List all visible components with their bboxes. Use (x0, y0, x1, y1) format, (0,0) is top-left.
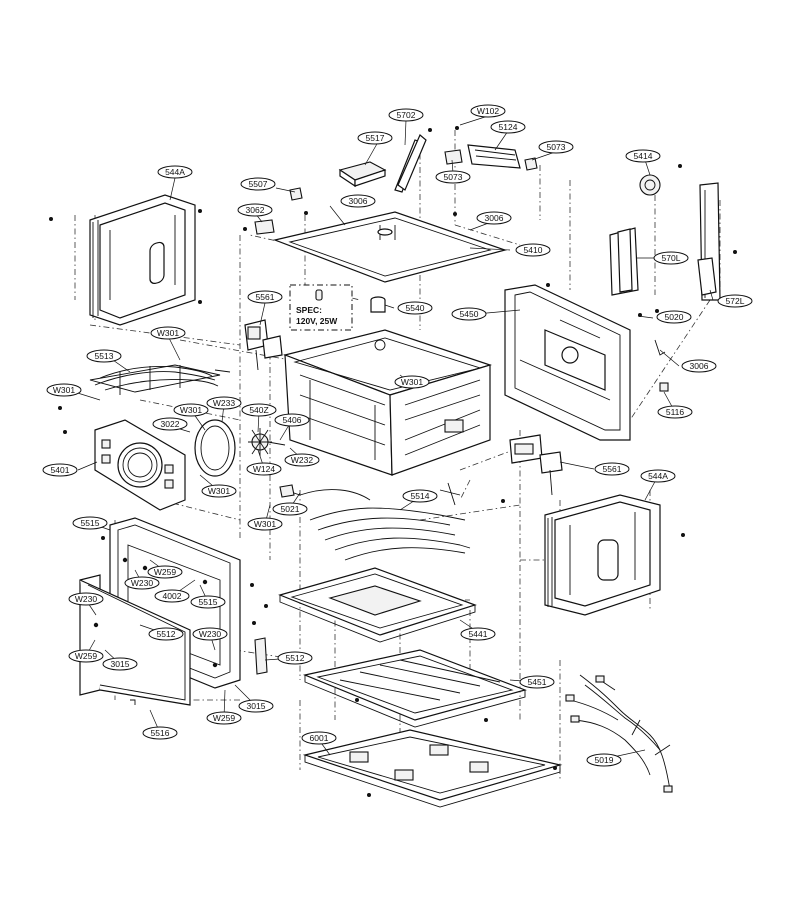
callout-540z: 540Z (249, 405, 268, 415)
callout-3022: 3022 (161, 419, 180, 429)
callout-544a-b: 544A (648, 471, 668, 481)
rack-5441 (278, 567, 477, 643)
callout-5073-a: 5073 (547, 142, 566, 152)
callout-5401: 5401 (51, 465, 70, 475)
base-plate-6001 (302, 729, 563, 808)
bottom-panel-5451 (302, 649, 527, 728)
leader-lines (67, 115, 714, 760)
callout-w230-c: W230 (199, 629, 221, 639)
callout-5702: 5702 (397, 110, 416, 120)
callout-5410: 5410 (524, 245, 543, 255)
callout-5021: 5021 (281, 504, 300, 514)
spec-line2: 120V, 25W (296, 316, 338, 326)
callout-3006-c: 3006 (690, 361, 709, 371)
wire-harness-5019 (565, 674, 673, 793)
broil-element-5513 (89, 364, 231, 395)
callout-w259-c: W259 (213, 713, 235, 723)
top-small-parts (254, 134, 538, 235)
callout-w301-e: W301 (208, 486, 230, 496)
callout-5451: 5451 (528, 677, 547, 687)
callout-w301-a: W301 (157, 328, 179, 338)
convection-fan-assembly (194, 419, 286, 477)
oven-cavity-5406 (283, 329, 492, 476)
callout-5019: 5019 (595, 755, 614, 765)
callout-5515-a: 5515 (81, 518, 100, 528)
callout-3015-b: 3015 (247, 701, 266, 711)
top-plate-5410 (272, 211, 508, 283)
callout-5540: 5540 (406, 303, 425, 313)
callout-w301-d: W301 (180, 405, 202, 415)
callout-w301-c: W301 (401, 377, 423, 387)
callout-5124: 5124 (499, 122, 518, 132)
callout-5512-a: 5512 (157, 629, 176, 639)
callout-3062: 3062 (246, 205, 265, 215)
callout-5406: 5406 (283, 415, 302, 425)
callout-5515-b: 5515 (199, 597, 218, 607)
callout-w102: W102 (477, 106, 499, 116)
side-panel-544a-right (544, 494, 661, 616)
screws (49, 126, 737, 797)
callout-5512-b: 5512 (286, 653, 305, 663)
callout-5561-a: 5561 (256, 292, 275, 302)
callout-3015-a: 3015 (111, 659, 130, 669)
callout-5441: 5441 (469, 629, 488, 639)
callout-w259-b: W259 (75, 651, 97, 661)
callout-w301-b: W301 (53, 385, 75, 395)
callout-5020: 5020 (665, 312, 684, 322)
callout-w232: W232 (291, 455, 313, 465)
callout-5517: 5517 (366, 133, 385, 143)
lamp-spec-box: SPEC: 120V, 25W (289, 284, 353, 331)
callouts: 5702 W102 5124 5517 5073 5073 5414 544A … (42, 104, 753, 767)
callout-5116: 5116 (666, 407, 685, 417)
callout-5507: 5507 (249, 179, 268, 189)
callout-w259-a: W259 (154, 567, 176, 577)
callout-5073-b: 5073 (444, 172, 463, 182)
lamp-assemblies-5561 (244, 319, 563, 496)
convection-panel-5401 (94, 419, 186, 511)
callout-544a-a: 544A (165, 167, 185, 177)
callout-6001: 6001 (310, 733, 329, 743)
callout-5514: 5514 (411, 491, 430, 501)
callout-3006-a: 3006 (349, 196, 368, 206)
callout-w233: W233 (213, 398, 235, 408)
part-5540 (370, 296, 386, 313)
callout-3006-b: 3006 (485, 213, 504, 223)
callout-5414: 5414 (634, 151, 653, 161)
callout-572l: 572L (726, 296, 745, 306)
bake-element-5514 (279, 482, 471, 561)
door-frame-assembly (79, 517, 268, 706)
callout-5516: 5516 (151, 728, 170, 738)
callout-w230-a: W230 (131, 578, 153, 588)
top-right-parts (609, 174, 721, 301)
callout-w230-b: W230 (75, 594, 97, 604)
callout-570l: 570L (662, 253, 681, 263)
callout-5561-b: 5561 (603, 464, 622, 474)
side-panel-544a-left (89, 194, 196, 326)
spec-line1: SPEC: (296, 305, 322, 315)
callout-4002: 4002 (163, 591, 182, 601)
callout-w301-f: W301 (254, 519, 276, 529)
back-panel-5450 (504, 284, 669, 441)
callout-5450: 5450 (460, 309, 479, 319)
callout-5513: 5513 (95, 351, 114, 361)
callout-w124: W124 (253, 464, 275, 474)
